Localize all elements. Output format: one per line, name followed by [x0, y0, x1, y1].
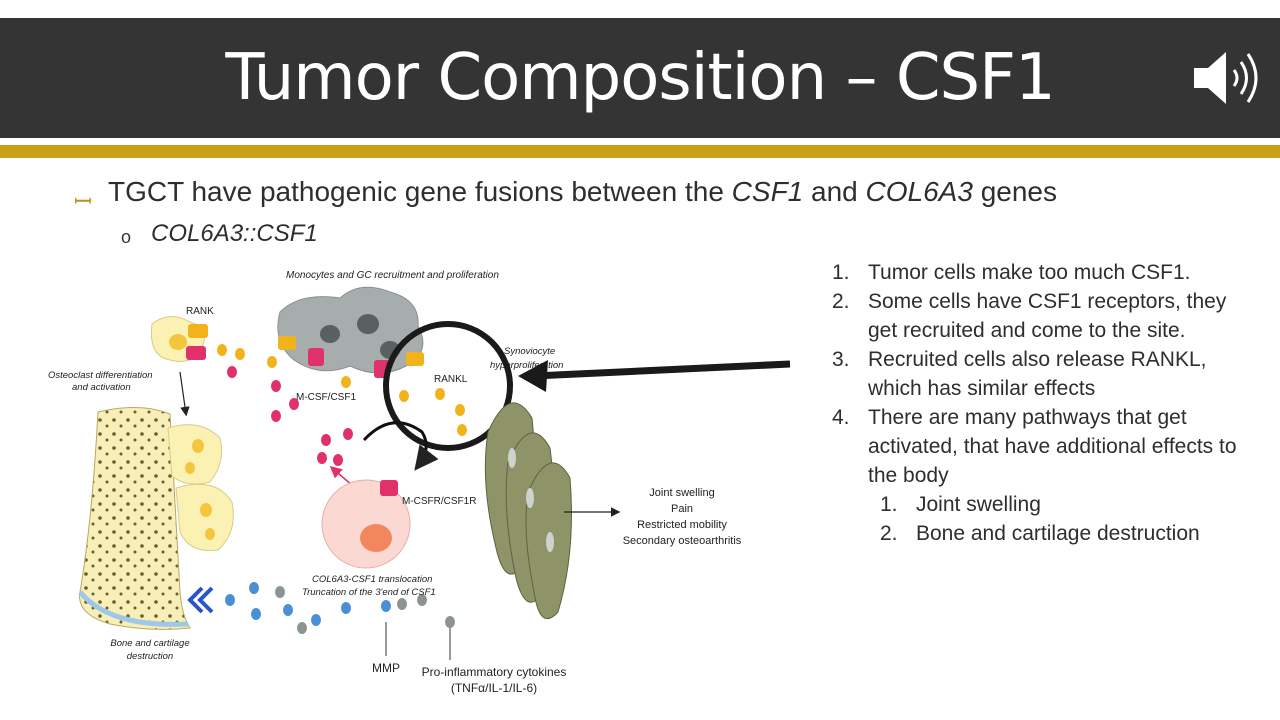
step-item: 3. Recruited cells also release RANKL, wh… [832, 345, 1242, 403]
degradation-chevron [197, 586, 214, 614]
label-osteoclast-1: Osteoclast differentiation [48, 370, 153, 381]
symptom-osteoarthritis: Secondary osteoarthritis [623, 535, 742, 547]
label-synoviocyte-1: Synoviocyte [504, 346, 555, 357]
rank-receptor [188, 324, 208, 338]
accent-divider [0, 145, 1280, 158]
label-mcsf: M-CSF/CSF1 [296, 392, 356, 403]
sub-step-number: 2. [880, 522, 898, 545]
osteoclast-nucleus [185, 462, 195, 474]
label-cytokines-1: Pro-inflammatory cytokines [422, 665, 567, 679]
tumor-cell-nucleus [360, 524, 392, 552]
step-text: There are many pathways that get activat… [868, 406, 1237, 487]
synoviocyte-nucleus [526, 488, 534, 508]
label-osteoclast-2: and activation [72, 382, 131, 393]
rankl-on-cell [406, 352, 424, 366]
gene-csf1: CSF1 [731, 176, 804, 207]
speaker-icon[interactable] [1188, 46, 1264, 110]
label-translocation-2: Truncation of the 3'end of CSF1 [302, 587, 436, 598]
cytokine-marker-dot [445, 616, 455, 628]
giant-cell-nucleus [320, 325, 340, 343]
step-item: 1. Tumor cells make too much CSF1. [832, 258, 1242, 287]
label-cytokines-2: (TNFα/IL-1/IL-6) [451, 681, 537, 695]
label-monocytes: Monocytes and GC recruitment and prolife… [286, 270, 499, 281]
sub-step-item: 1. Joint swelling [832, 490, 1242, 519]
csf1-pathway-diagram: Monocytes and GC recruitment and prolife… [48, 270, 791, 695]
label-mcsfr: M-CSFR/CSF1R [402, 496, 476, 507]
step-text: Recruited cells also release RANKL, whic… [868, 348, 1207, 400]
pointer-arrow [533, 360, 791, 380]
synoviocyte-nucleus [508, 448, 516, 468]
label-translocation-1: COL6A3-CSF1 translocation [312, 574, 432, 585]
bullet-text-mid: and [803, 176, 866, 207]
rankl-dots [217, 344, 467, 436]
gene-col6a3: COL6A3 [865, 176, 973, 207]
sub-step-item: 2. Bone and cartilage destruction [832, 519, 1242, 548]
osteoclast-nucleus [192, 439, 204, 453]
bullet-text-pre: TGCT have pathogenic gene fusions betwee… [108, 176, 732, 207]
bullet-gene-fusion: TGCT have pathogenic gene fusions betwee… [108, 176, 1057, 208]
osteoclast [175, 483, 234, 552]
symptom-joint-swelling: Joint swelling [649, 487, 714, 499]
highlight-circle [383, 321, 513, 451]
rank-cell-nucleus [169, 334, 187, 350]
bone [79, 406, 191, 630]
bone-cartilage-edge [78, 590, 189, 627]
cytokine-dots [275, 586, 427, 634]
sub-bullet-glyph: o [121, 227, 132, 247]
label-rankl: RANKL [434, 374, 468, 385]
csf1r-on-cell [308, 348, 324, 366]
step-item: 4. There are many pathways that get activ… [832, 403, 1242, 490]
mmp-dots [225, 582, 391, 626]
label-synoviocyte-2: hyperproliferation [490, 360, 563, 371]
osteoclast [167, 424, 223, 485]
rankl-on-cell [278, 336, 296, 350]
osteoclast-nucleus [205, 528, 215, 540]
synoviocyte-nucleus [546, 532, 554, 552]
step-number: 3. [832, 348, 850, 371]
sub-step-number: 1. [880, 493, 898, 516]
pointer-arrowhead [518, 360, 548, 392]
csf1r-on-tumor [380, 480, 398, 496]
sub-bullet-fusion-name: COL6A3::CSF1 [151, 220, 318, 247]
giant-cell-nucleus [357, 314, 379, 334]
label-bone-destruction-2: destruction [127, 651, 173, 662]
step-number: 2. [832, 290, 850, 313]
step-text: Tumor cells make too much CSF1. [868, 261, 1191, 284]
sub-step-text: Joint swelling [916, 493, 1041, 516]
autocrine-arrow [362, 421, 439, 471]
step-item: 2. Some cells have CSF1 receptors, they g… [832, 287, 1242, 345]
label-mmp: MMP [372, 661, 400, 675]
synoviocyte-cells [484, 402, 572, 620]
csf1r-receptor [186, 346, 206, 360]
giant-cell [277, 286, 424, 374]
title-bar: Tumor Composition – CSF1 [0, 18, 1280, 138]
step-number: 4. [832, 406, 850, 429]
label-rank: RANK [186, 306, 214, 317]
step-number: 1. [832, 261, 850, 284]
osteoclast-nucleus [200, 503, 212, 517]
label-bone-destruction-1: Bone and cartilage [110, 638, 189, 649]
step-text: Some cells have CSF1 receptors, they get… [868, 290, 1227, 342]
symptom-restricted-mobility: Restricted mobility [637, 519, 727, 531]
slide-title: Tumor Composition – CSF1 [225, 41, 1055, 115]
numbered-steps: 1. Tumor cells make too much CSF1. 2. Some… [832, 258, 1242, 548]
bullet-glyph: ꟷ [74, 190, 92, 215]
csf1-dots [227, 366, 353, 466]
symptom-pain: Pain [671, 503, 693, 515]
differentiation-arrow [179, 371, 190, 417]
bullet-text-post: genes [972, 176, 1058, 207]
sub-step-text: Bone and cartilage destruction [916, 522, 1200, 545]
degradation-chevron [187, 586, 204, 614]
